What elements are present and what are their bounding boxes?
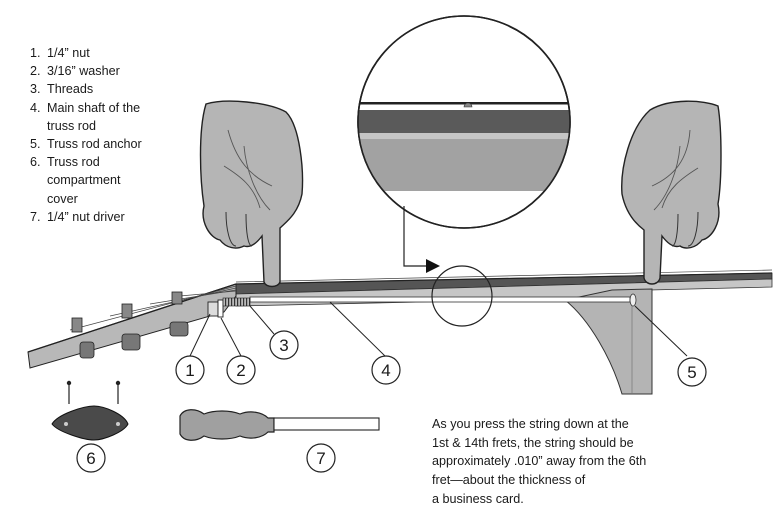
callout-3: 3 — [269, 330, 299, 360]
svg-text:7: 7 — [316, 449, 325, 468]
svg-text:2: 2 — [236, 361, 245, 380]
svg-text:3: 3 — [279, 336, 288, 355]
svg-text:6: 6 — [86, 449, 95, 468]
caption-line: As you press the string down at the — [432, 417, 629, 431]
legend-item: 5.Truss rod anchor — [30, 137, 142, 152]
magnify-arrow — [403, 206, 440, 273]
legend-item: 3.Threads — [30, 82, 94, 97]
legend-item: 1.1/4” nut — [30, 46, 90, 60]
left-hand-icon — [199, 100, 304, 288]
callout-6: 6 — [76, 443, 106, 473]
tuning-peg — [169, 291, 189, 337]
caption-line: 1st & 14th frets, the string should be — [432, 435, 634, 450]
magnified-detail — [357, 15, 571, 229]
caption-line: fret—about the thickness of — [432, 473, 586, 488]
caption-line: approximately .010” away from the 6th — [432, 454, 647, 469]
callout-7: 7 — [306, 443, 336, 473]
caption-line: a business card. — [432, 491, 524, 506]
callout-5: 5 — [677, 357, 707, 387]
tuning-peg — [121, 303, 141, 351]
parts-legend: 1.1/4” nut 2.3/16” washer 3.Threads 4.Ma… — [30, 44, 160, 226]
guitar-neck — [235, 265, 773, 395]
svg-text:4: 4 — [381, 361, 390, 380]
legend-item: 4.Main shaft of the truss rod — [30, 100, 141, 133]
tuning-peg — [71, 317, 95, 359]
leader-lines — [189, 301, 688, 357]
callout-1: 1 — [175, 355, 205, 385]
svg-text:5: 5 — [687, 363, 696, 382]
compartment-cover — [51, 380, 129, 441]
callout-4: 4 — [371, 355, 401, 385]
legend-item: 6.Truss rod compartment cover — [30, 155, 121, 206]
right-hand-icon — [621, 100, 722, 285]
nut-driver-icon — [179, 409, 380, 441]
legend-item: 2.3/16” washer — [30, 64, 120, 79]
svg-text:1: 1 — [185, 361, 194, 380]
headstock — [27, 283, 251, 369]
callout-2: 2 — [226, 355, 256, 385]
instruction-caption: As you press the string down at the 1st … — [432, 415, 692, 509]
legend-item: 7.1/4” nut driver — [30, 209, 125, 224]
